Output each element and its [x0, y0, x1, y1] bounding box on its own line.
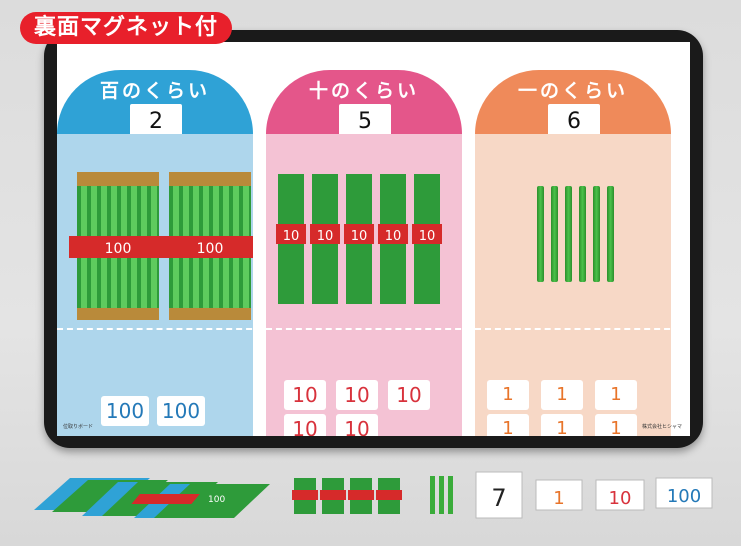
hundred-bundle-label: 100 [197, 241, 224, 257]
one-card[interactable]: 1 [541, 414, 583, 436]
hundred-bundle: 100 [69, 172, 167, 320]
ten-bundles[interactable] [292, 478, 402, 514]
divider-line [57, 328, 690, 330]
one-card[interactable]: 1 [595, 380, 637, 410]
hundred-card-label: 100 [667, 486, 701, 507]
hundreds-bundles: 100 100 [69, 172, 253, 320]
tens-column: 十のくらい 5 10 10 10 10 10 10 10 10 10 10 [266, 70, 462, 436]
hundred-card[interactable]: 100 [157, 396, 205, 426]
svg-text:10: 10 [419, 229, 436, 244]
hundred-card-stack[interactable]: 100 [655, 477, 713, 509]
one-stick[interactable] [551, 186, 558, 282]
one-card[interactable]: 1 [487, 380, 529, 410]
svg-text:10: 10 [283, 229, 300, 244]
svg-text:10: 10 [385, 229, 402, 244]
hundreds-column: 百のくらい 2 100 100 [57, 70, 253, 436]
one-stick[interactable] [607, 186, 614, 282]
svg-text:10: 10 [317, 229, 334, 244]
one-card-stack[interactable]: 1 [535, 479, 583, 511]
place-value-board: 百のくらい 2 100 100 [44, 30, 703, 448]
ten-card[interactable]: 10 [284, 414, 326, 436]
tens-bundles: 10 10 10 10 10 [276, 174, 442, 304]
one-stick[interactable] [579, 186, 586, 282]
board-surface: 百のくらい 2 100 100 [57, 42, 690, 436]
hundred-card[interactable]: 100 [101, 396, 149, 426]
hundred-bundle-label: 100 [105, 241, 132, 257]
ten-card-label: 10 [609, 488, 632, 509]
one-sticks[interactable] [430, 476, 453, 514]
tens-title: 十のくらい [308, 80, 419, 102]
one-card[interactable]: 1 [541, 380, 583, 410]
one-stick[interactable] [537, 186, 544, 282]
one-stick[interactable] [593, 186, 600, 282]
ones-title: 一のくらい [517, 80, 628, 102]
magnet-badge: 裏面マグネット付 [20, 12, 233, 44]
ten-card[interactable]: 10 [284, 380, 326, 410]
number-card-stack[interactable]: 7 [475, 471, 523, 519]
ten-card[interactable]: 10 [388, 380, 430, 410]
svg-text:10: 10 [351, 229, 368, 244]
hundreds-title: 百のくらい [99, 80, 210, 102]
maker-label: 株式会社ヒシャマ [641, 424, 682, 430]
one-card[interactable]: 1 [487, 414, 529, 436]
hundred-bundle: 100 [161, 172, 253, 320]
accessory-set: 100 7 1 10 100 [34, 471, 713, 519]
ten-card-stack[interactable]: 10 [595, 479, 645, 511]
svg-text:100: 100 [208, 495, 225, 505]
ten-card[interactable]: 10 [336, 380, 378, 410]
number-card-label: 7 [491, 484, 506, 512]
ones-column: 一のくらい 6 1 1 1 1 1 1 [475, 70, 671, 436]
one-card[interactable]: 1 [595, 414, 637, 436]
one-card-label: 1 [553, 488, 564, 509]
hundred-mats[interactable]: 100 [34, 478, 270, 518]
ten-card[interactable]: 10 [336, 414, 378, 436]
one-stick[interactable] [565, 186, 572, 282]
board-caption: 位取りボード [63, 424, 94, 430]
